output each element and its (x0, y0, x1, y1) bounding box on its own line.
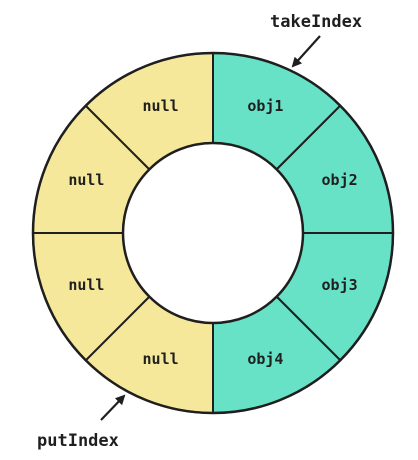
take-index-label: takeIndex (270, 12, 362, 32)
ring-slot-8-label: null (143, 97, 179, 115)
put-index-arrow (100, 394, 126, 421)
take-index-pointer: takeIndex (270, 12, 362, 68)
take-index-arrow (291, 35, 321, 68)
ring-slot-7-label: null (68, 171, 104, 189)
ring-slot-2-label: obj2 (322, 171, 358, 189)
ring-slot-labels: obj1 obj2 obj3 obj4 null null null null (68, 97, 357, 368)
outer-ring-outline (31, 51, 395, 415)
inner-ring-outline (121, 141, 305, 325)
ring-slot-1-label: obj1 (247, 97, 283, 115)
ring-slot-4-label: obj4 (247, 350, 283, 368)
put-index-label: putIndex (37, 431, 119, 451)
ring-slot-5-label: null (143, 350, 179, 368)
ring-slot-6-label: null (68, 276, 104, 294)
ring-slot-3-label: obj3 (322, 276, 358, 294)
put-index-pointer: putIndex (37, 394, 126, 451)
